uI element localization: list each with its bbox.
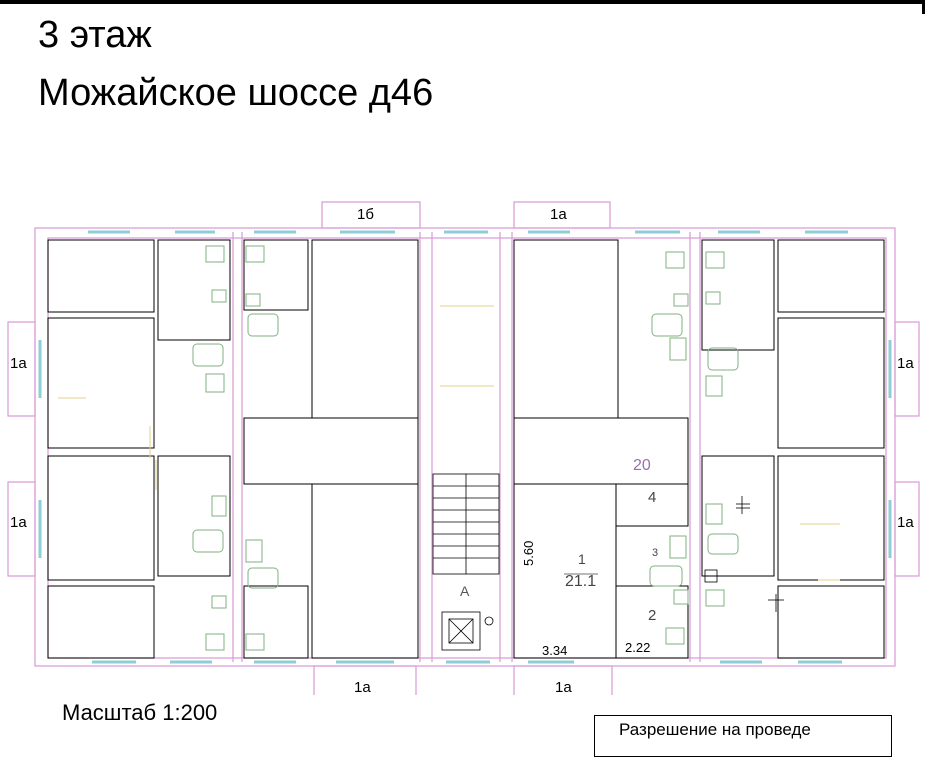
bathtub bbox=[247, 313, 279, 337]
hall-20 bbox=[513, 417, 689, 485]
fixture bbox=[673, 589, 689, 605]
bay-top-left bbox=[321, 201, 421, 229]
bay-label: 1а bbox=[555, 679, 572, 695]
room bbox=[777, 317, 885, 449]
bay-left-1 bbox=[7, 321, 36, 417]
fixture bbox=[705, 589, 725, 607]
fixture bbox=[205, 633, 225, 651]
bay-label: 1б bbox=[357, 206, 374, 223]
room-2-number: 2 bbox=[648, 607, 656, 624]
door-marks bbox=[736, 496, 784, 612]
fixture bbox=[245, 633, 265, 651]
bay-label: 1а bbox=[10, 514, 27, 531]
plumbing-fixtures bbox=[192, 245, 739, 651]
bathtub bbox=[707, 347, 739, 371]
dimension-width-1: 3.34 bbox=[542, 643, 567, 658]
room bbox=[157, 239, 231, 341]
bay-label: 1а bbox=[897, 355, 914, 372]
room bbox=[47, 455, 155, 581]
room bbox=[243, 239, 309, 311]
bathtub bbox=[192, 343, 224, 367]
stair-label: А bbox=[460, 583, 470, 599]
room bbox=[243, 585, 309, 659]
bathtub bbox=[192, 529, 224, 553]
fixture bbox=[673, 293, 689, 307]
bay-label: 1а bbox=[897, 514, 914, 531]
bay-top-right bbox=[513, 201, 611, 229]
fixture bbox=[705, 503, 723, 525]
fixture bbox=[705, 375, 723, 397]
room bbox=[513, 239, 619, 419]
address-label: Можайское шоссе д46 bbox=[38, 72, 434, 114]
room bbox=[701, 455, 775, 577]
room bbox=[777, 455, 885, 581]
bay-label: 1а bbox=[354, 679, 371, 695]
room bbox=[47, 585, 155, 659]
bay-label: 1а bbox=[550, 206, 567, 223]
room-3-number: 3 bbox=[652, 547, 658, 559]
note-box: Разрешение на проведе bbox=[594, 715, 892, 757]
room bbox=[47, 239, 155, 313]
plan-title: 3 этаж Можайское шоссе д46 bbox=[38, 12, 433, 116]
floor-label: 3 этаж bbox=[38, 14, 152, 56]
dimension-height: 5.60 bbox=[521, 541, 536, 566]
fixture bbox=[669, 337, 687, 361]
bathtub bbox=[651, 313, 683, 337]
elevator-cross bbox=[448, 618, 474, 644]
fixture bbox=[665, 627, 685, 645]
riser bbox=[704, 569, 718, 583]
elevator-shaft bbox=[441, 611, 481, 651]
door-swings bbox=[58, 305, 840, 581]
room bbox=[777, 239, 885, 313]
fixture bbox=[205, 245, 225, 263]
note-text: Разрешение на проведе bbox=[619, 720, 811, 739]
room-1-number: 1 bbox=[578, 551, 586, 567]
fixture bbox=[665, 251, 685, 269]
walls bbox=[7, 201, 920, 695]
top-border-corner bbox=[922, 0, 925, 14]
room-4-number: 4 bbox=[648, 489, 656, 506]
room-number: 20 bbox=[633, 457, 651, 474]
bay-right-2 bbox=[894, 481, 920, 577]
bay-bottom-right bbox=[513, 665, 613, 695]
hall bbox=[243, 417, 419, 485]
fixture bbox=[705, 251, 725, 269]
room bbox=[311, 483, 419, 659]
fixture bbox=[245, 245, 265, 263]
fixture bbox=[669, 535, 687, 559]
bathtub bbox=[649, 565, 683, 587]
bathtub bbox=[707, 533, 739, 555]
staircase bbox=[432, 473, 500, 651]
room bbox=[701, 239, 775, 351]
room-outlines bbox=[47, 239, 885, 659]
room bbox=[311, 239, 419, 419]
room bbox=[47, 317, 155, 449]
fixture bbox=[211, 595, 227, 609]
fixture bbox=[211, 495, 227, 517]
bay-right-1 bbox=[894, 321, 920, 417]
bay-bottom-left bbox=[313, 665, 417, 695]
elevator-button bbox=[484, 616, 494, 626]
scale-label: Масштаб 1:200 bbox=[62, 700, 218, 725]
top-border-line bbox=[0, 0, 925, 4]
room-1 bbox=[513, 483, 617, 659]
fixture bbox=[245, 293, 261, 307]
bathtub bbox=[247, 567, 279, 589]
windows bbox=[38, 230, 892, 664]
fixture bbox=[245, 539, 263, 563]
bay-label: 1а bbox=[10, 355, 27, 372]
fixture bbox=[205, 373, 225, 393]
room bbox=[777, 585, 885, 659]
room-1-area: 21.1 bbox=[565, 573, 596, 590]
outer-wall bbox=[34, 227, 896, 667]
room bbox=[157, 455, 231, 577]
floor-plan-drawing: 1б 1а 1а 1а 1а 1а 1а 1а А 20 1 21.1 2 3 … bbox=[7, 201, 920, 695]
dimension-width-2: 2.22 bbox=[625, 640, 650, 655]
fixture bbox=[211, 289, 227, 303]
plan-labels: 1б 1а 1а 1а 1а 1а 1а 1а А 20 1 21.1 2 3 … bbox=[10, 206, 914, 695]
bay-left-2 bbox=[7, 481, 36, 577]
elevator-car bbox=[448, 618, 474, 644]
fixture bbox=[705, 291, 721, 305]
